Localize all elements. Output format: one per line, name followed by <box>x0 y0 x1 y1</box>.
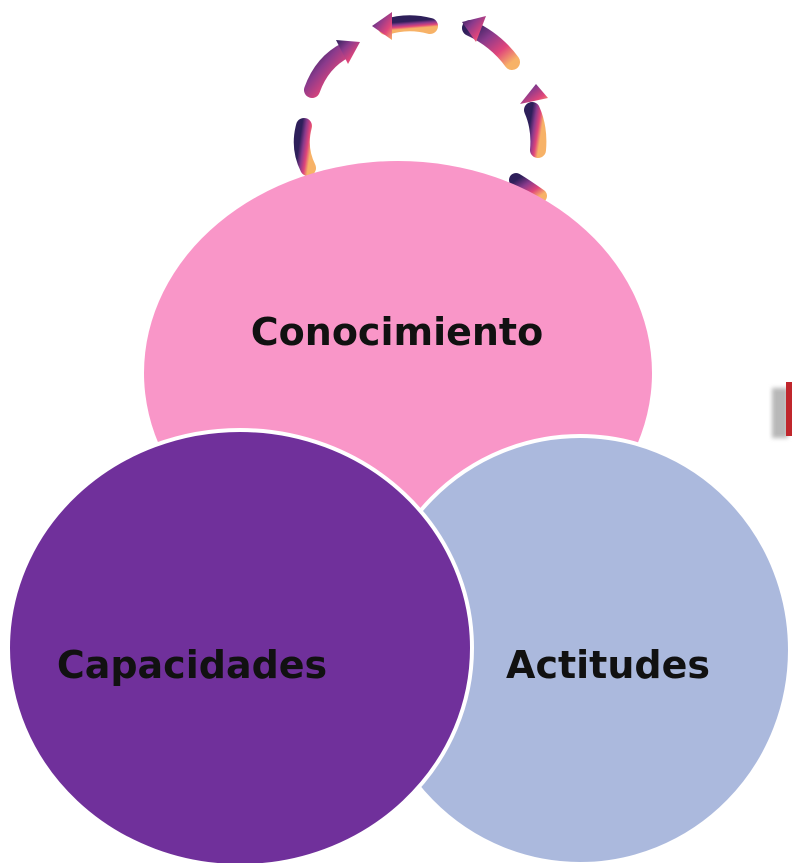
label-capacidades: Capacidades <box>57 643 327 687</box>
cycle-arrow-top <box>372 12 438 40</box>
label-actitudes: Actitudes <box>506 643 710 687</box>
cycle-arrow-bottom-left <box>293 118 316 176</box>
cycle-arrow-bottom-right <box>509 173 547 203</box>
label-conocimiento: Conocimiento <box>251 310 543 354</box>
circle-capacidades <box>6 428 474 863</box>
cycle-arrow-left <box>304 40 360 98</box>
cycle-arrow-top-right <box>462 16 520 70</box>
cycle-arrow-right <box>520 84 548 158</box>
side-marker-shadow <box>772 388 788 438</box>
side-marker <box>772 382 792 438</box>
side-marker-bar <box>786 382 792 436</box>
cycle-arrows <box>293 12 548 203</box>
